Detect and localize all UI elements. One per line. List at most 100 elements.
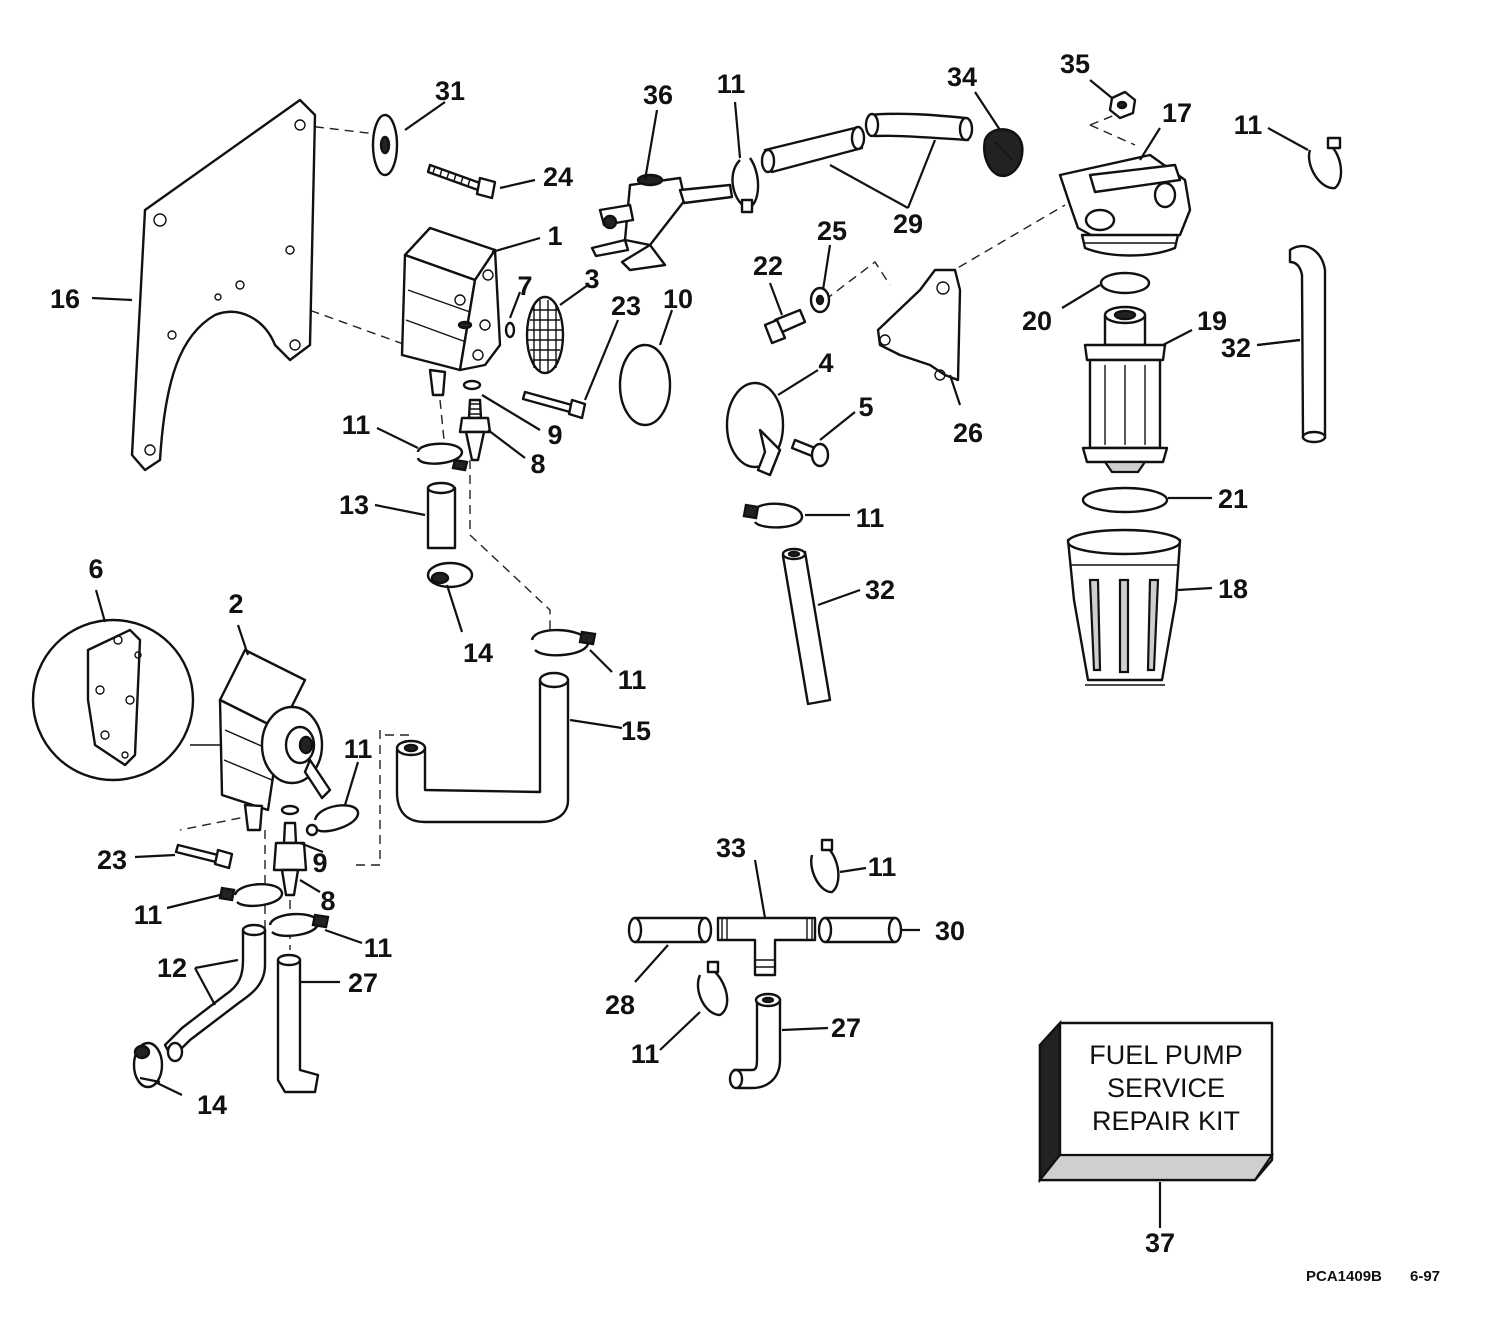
hose-clip-part-11-b xyxy=(530,628,597,657)
filter-bowl-part-18 xyxy=(1066,528,1182,686)
callout-15: 15 xyxy=(621,716,651,746)
callout-11-c: 11 xyxy=(344,734,373,764)
filter-element-part-19 xyxy=(1081,305,1169,474)
connector-part-4 xyxy=(725,381,785,477)
callout-19: 19 xyxy=(1197,306,1227,336)
callout-11-h: 11 xyxy=(1234,110,1263,140)
screw-part-5 xyxy=(790,438,830,468)
callout-16: 16 xyxy=(50,284,80,314)
callout-3: 3 xyxy=(584,264,599,294)
hose-clip-part-11-i xyxy=(810,838,840,894)
callout-28: 28 xyxy=(605,990,635,1020)
callout-31: 31 xyxy=(435,76,465,106)
callout-22: 22 xyxy=(753,251,783,281)
callout-36: 36 xyxy=(643,80,673,110)
hose-clip-part-11-f xyxy=(731,157,760,214)
callout-11-i: 11 xyxy=(868,852,897,882)
callout-34: 34 xyxy=(947,62,977,92)
screen-part-3 xyxy=(525,295,565,375)
hose-clip-part-11-a xyxy=(416,442,469,472)
callout-27-lower: 27 xyxy=(348,968,378,998)
callout-8-lower: 8 xyxy=(320,886,335,916)
washer-part-25 xyxy=(809,286,831,314)
callout-14-upper: 14 xyxy=(463,638,493,668)
screw-part-24 xyxy=(426,163,497,200)
callout-27-middle: 27 xyxy=(831,1013,861,1043)
gasket-part-7 xyxy=(504,321,516,339)
callout-11-j: 11 xyxy=(631,1039,660,1069)
callout-7: 7 xyxy=(517,271,532,301)
callout-11-d: 11 xyxy=(134,900,163,930)
screw-part-23-upper xyxy=(521,390,587,420)
callout-6: 6 xyxy=(88,554,103,584)
filter-head-part-17 xyxy=(1058,153,1192,257)
callout-labels: 31 24 1 16 7 3 23 10 9 8 11 13 14 36 11 … xyxy=(50,49,1262,1258)
callout-23-lower: 23 xyxy=(97,845,127,875)
washer-part-9-upper xyxy=(462,379,482,391)
callout-35: 35 xyxy=(1060,49,1090,79)
washer-part-9-lower xyxy=(280,804,300,816)
callout-18: 18 xyxy=(1218,574,1248,604)
fitting-part-8-upper xyxy=(458,398,492,462)
callout-1: 1 xyxy=(547,221,562,251)
hose-clip-part-11-c xyxy=(305,804,360,837)
callout-2: 2 xyxy=(228,589,243,619)
hose-part-28 xyxy=(627,916,713,944)
leader-lines xyxy=(91,79,1309,1228)
callout-11-b: 11 xyxy=(618,665,647,695)
gasket-detail-part-6 xyxy=(31,618,225,782)
callout-12: 12 xyxy=(157,953,187,983)
hose-part-30 xyxy=(817,916,903,944)
callout-10: 10 xyxy=(663,284,693,314)
hose-clip-part-11-d xyxy=(218,883,284,908)
tee-fitting-part-33 xyxy=(716,916,817,977)
washer-part-31 xyxy=(371,113,399,177)
callout-5: 5 xyxy=(858,392,873,422)
o-ring-part-10 xyxy=(618,343,672,427)
drawing-id: PCA1409B xyxy=(1306,1268,1382,1285)
callout-17: 17 xyxy=(1162,98,1192,128)
clamp-part-14-lower xyxy=(132,1041,164,1089)
clamp-part-14-upper xyxy=(426,561,474,589)
hose-part-32-right xyxy=(1288,244,1327,444)
callout-11-e: 11 xyxy=(364,933,393,963)
callout-4: 4 xyxy=(818,348,833,378)
hose-part-27-middle xyxy=(728,992,782,1090)
fuel-pump-part-1 xyxy=(400,226,502,397)
kit-label-line1: FUEL PUMP xyxy=(1089,1040,1243,1070)
callout-30: 30 xyxy=(935,916,965,946)
mounting-bracket-part-16 xyxy=(130,98,317,472)
screw-part-22 xyxy=(763,308,807,345)
callout-37: 37 xyxy=(1145,1228,1175,1258)
callout-9-lower: 9 xyxy=(312,848,327,878)
callout-11-f: 11 xyxy=(717,69,746,99)
hoses-part-29 xyxy=(760,112,974,174)
o-ring-part-20 xyxy=(1099,271,1151,295)
callout-13: 13 xyxy=(339,490,369,520)
drawing-reference: PCA1409B 6-97 xyxy=(1306,1268,1440,1285)
kit-label-line2: SERVICE xyxy=(1107,1073,1225,1103)
callout-9-upper: 9 xyxy=(547,420,562,450)
hose-part-12 xyxy=(163,923,267,1063)
hose-part-15 xyxy=(395,671,570,824)
bracket-part-26 xyxy=(876,268,962,382)
callout-26: 26 xyxy=(953,418,983,448)
callout-21: 21 xyxy=(1218,484,1248,514)
callout-8-upper: 8 xyxy=(530,449,545,479)
hose-part-13 xyxy=(426,481,457,550)
callout-25: 25 xyxy=(817,216,847,246)
callout-11-a: 11 xyxy=(342,410,371,440)
callout-20: 20 xyxy=(1022,306,1052,336)
callout-11-g: 11 xyxy=(856,503,885,533)
drawing-date: 6-97 xyxy=(1410,1268,1440,1285)
callout-33: 33 xyxy=(716,833,746,863)
screw-part-23-lower xyxy=(174,843,234,870)
callout-23-upper: 23 xyxy=(611,291,641,321)
fitting-part-36 xyxy=(590,173,734,272)
hose-clip-part-11-g xyxy=(742,502,804,529)
hose-part-27-lower xyxy=(276,953,320,1094)
hose-clip-part-11-h xyxy=(1307,136,1343,190)
o-ring-part-21 xyxy=(1081,486,1169,514)
callout-14-lower: 14 xyxy=(197,1090,227,1120)
